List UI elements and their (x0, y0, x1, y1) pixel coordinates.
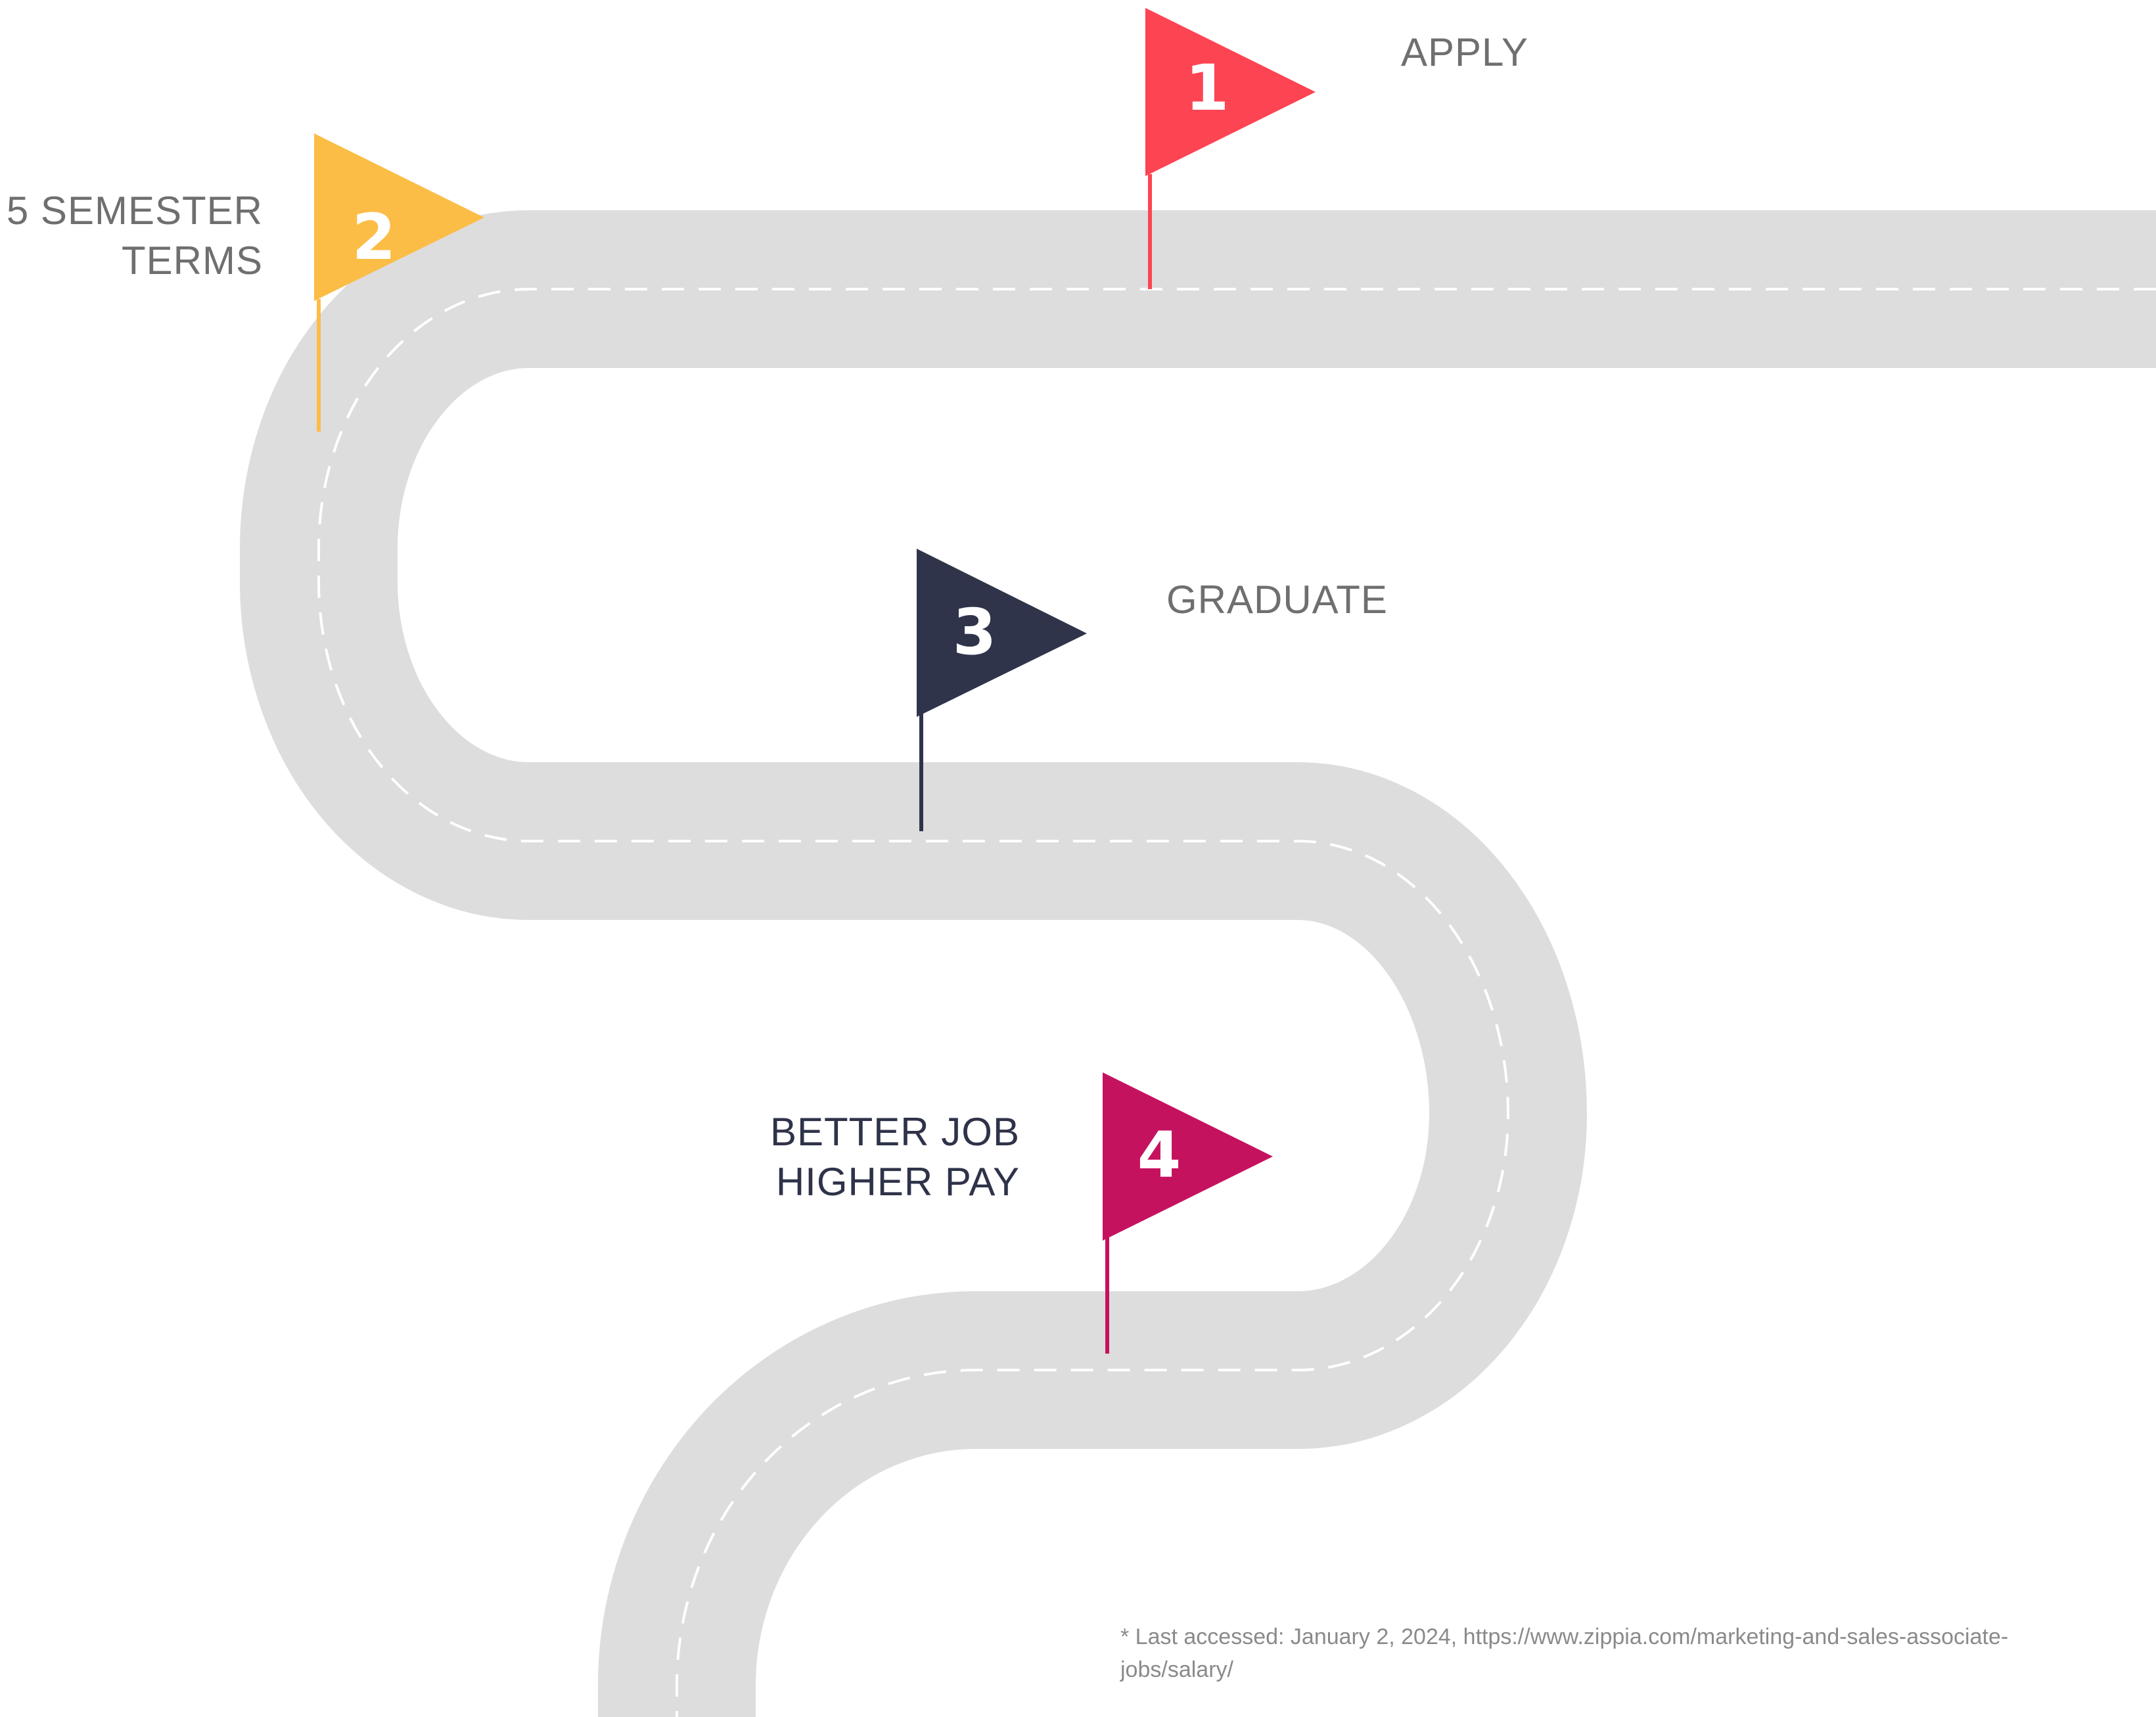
road-center-line (319, 289, 2156, 1717)
flag-number: 3 (953, 595, 997, 669)
flag-pennant (1103, 1072, 1273, 1241)
step-2-label: 5 SEMESTER TERMS (0, 186, 263, 286)
flag-number: 1 (1185, 51, 1229, 125)
step-4-label-line: HIGHER PAY (657, 1157, 1020, 1207)
step-3-label-line: GRADUATE (1166, 575, 1388, 625)
flag-pennant (1145, 8, 1316, 176)
step-1-label: APPLY (1401, 28, 1528, 78)
road (319, 289, 2156, 1717)
footnote-line-1: * Last accessed: January 2, 2024, https:… (1120, 1620, 2145, 1653)
flag-number: 2 (352, 200, 396, 274)
step-4-label: BETTER JOB HIGHER PAY (657, 1107, 1020, 1207)
step-2-label-line: TERMS (0, 236, 263, 286)
step-4-label-line: BETTER JOB (657, 1107, 1020, 1157)
step-2-label-line: 5 SEMESTER (0, 186, 263, 236)
flag-number: 4 (1137, 1118, 1181, 1192)
flag-pennant (917, 549, 1087, 717)
source-footnote: * Last accessed: January 2, 2024, https:… (1120, 1620, 2145, 1686)
step-1-label-line: APPLY (1401, 28, 1528, 78)
footnote-line-2: jobs/salary/ (1120, 1653, 2145, 1686)
step-3-label: GRADUATE (1166, 575, 1388, 625)
